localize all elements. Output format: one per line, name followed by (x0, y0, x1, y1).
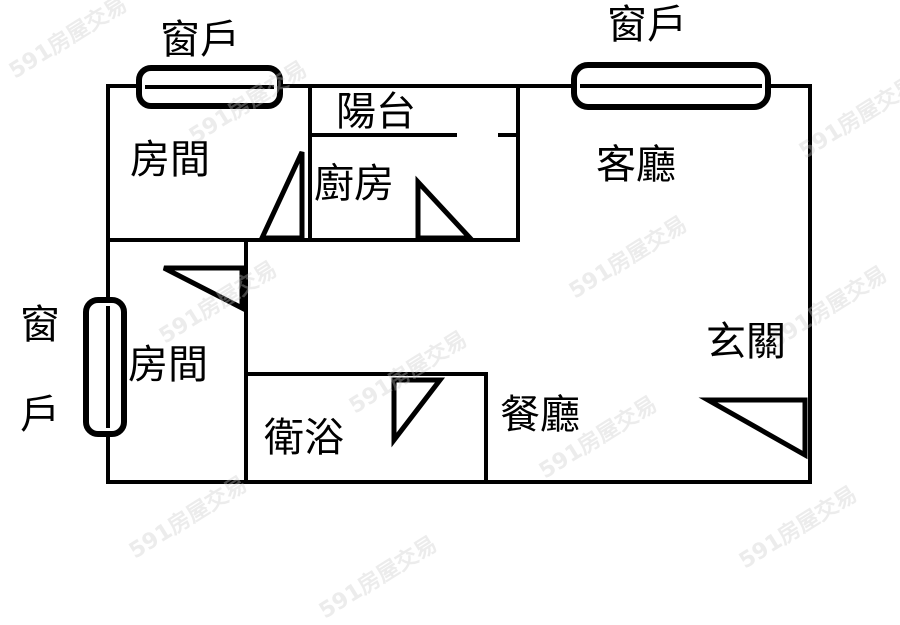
room-label-living-room: 客廳 (596, 142, 676, 188)
door-bedroom2 (162, 265, 245, 313)
room-label-bathroom: 衛浴 (264, 415, 344, 461)
door-bedroom1 (258, 150, 305, 241)
window-top-right-label: 窗戶 (607, 2, 687, 48)
room-label-entrance: 玄關 (706, 319, 786, 365)
room-label-balcony: 陽台 (336, 89, 416, 135)
door-bathroom (391, 377, 446, 448)
door-kitchen (415, 175, 476, 241)
room-label-bedroom-1: 房間 (130, 137, 210, 183)
window-top-left-label: 窗戶 (160, 17, 240, 63)
room-label-bedroom-2: 房間 (128, 342, 208, 388)
window-left-label-top: 窗 (20, 302, 60, 348)
room-label-dining-room: 餐廳 (500, 392, 580, 438)
window-left-frame (83, 297, 127, 437)
window-left-label-bottom: 戶 (20, 392, 60, 438)
door-entrance (698, 397, 808, 460)
room-label-kitchen: 廚房 (314, 161, 394, 207)
floor-plan-drawing (83, 62, 812, 484)
